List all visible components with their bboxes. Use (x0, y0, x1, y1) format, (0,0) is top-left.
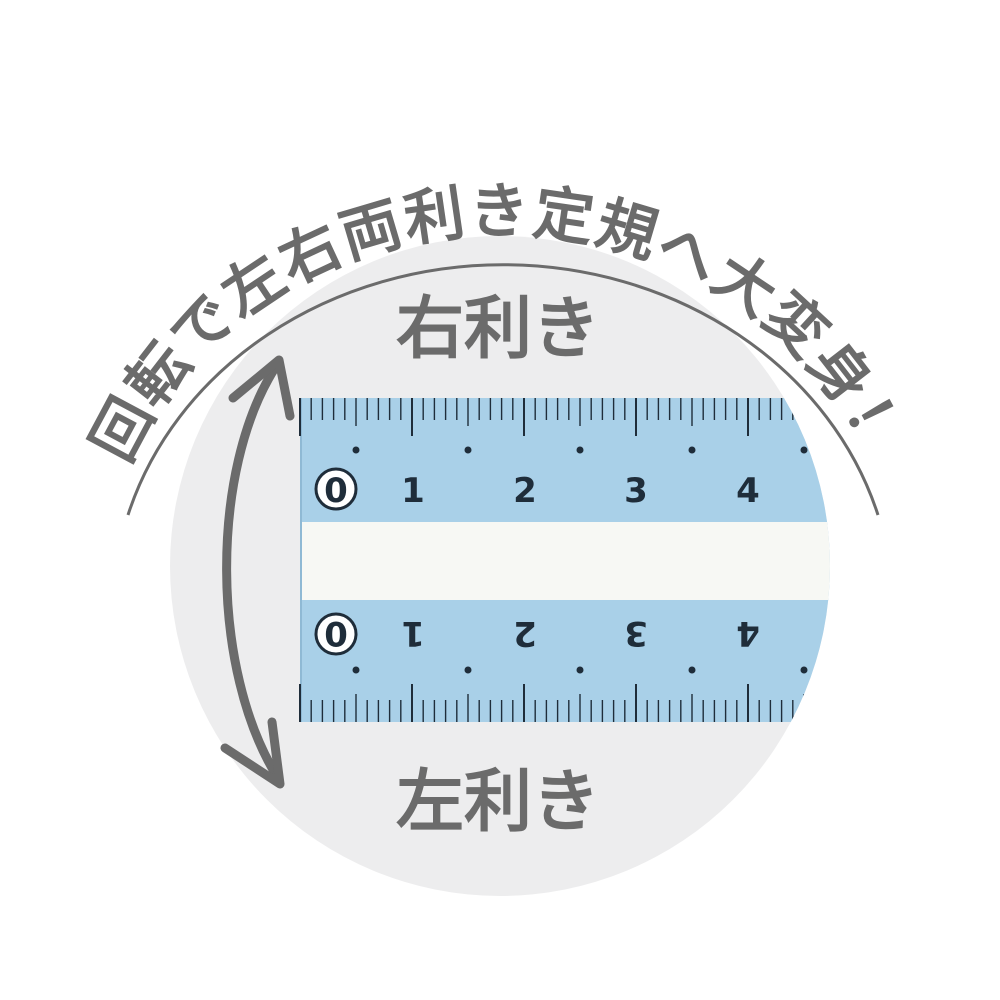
half-cm-dot (800, 446, 808, 454)
half-cm-dot (800, 666, 808, 674)
bottom-number-1: 1 (401, 613, 425, 653)
bottom-number-3: 3 (624, 613, 648, 653)
bottom-number-2: 2 (513, 613, 537, 653)
half-cm-dot (688, 446, 696, 454)
headline-underline (126, 263, 880, 516)
top-number-3: 3 (624, 471, 648, 511)
half-cm-dot (688, 666, 696, 674)
rotate-arrow-icon (220, 355, 295, 789)
ruler-white-band (300, 522, 830, 600)
ruler: 0 1 2 3 4 0 1 2 3 4 (299, 398, 920, 722)
half-cm-dot (913, 667, 920, 674)
zero-badge-top (314, 467, 358, 511)
half-cm-dot (464, 666, 472, 674)
half-cm-dot (576, 666, 584, 674)
top-scale-numbers: 0 1 2 3 4 (314, 467, 760, 511)
zero-badge-bottom (314, 612, 358, 656)
half-cm-dot (352, 666, 360, 674)
bottom-scale-numbers: 0 1 2 3 4 (314, 612, 760, 656)
top-number-4: 4 (736, 471, 760, 511)
label-right-handed: 右利き (396, 290, 600, 369)
top-number-0: 0 (324, 471, 348, 511)
bottom-number-0: 0 (324, 613, 348, 653)
top-number-2: 2 (513, 471, 537, 511)
top-number-1: 1 (401, 471, 425, 511)
bottom-number-4: 4 (736, 613, 760, 653)
label-left-handed: 左利き (396, 763, 600, 842)
half-cm-dot (576, 446, 584, 454)
bottom-tick-marks (299, 666, 920, 722)
half-cm-dot (464, 446, 472, 454)
half-cm-dot (352, 446, 360, 454)
half-cm-dot (913, 447, 920, 454)
